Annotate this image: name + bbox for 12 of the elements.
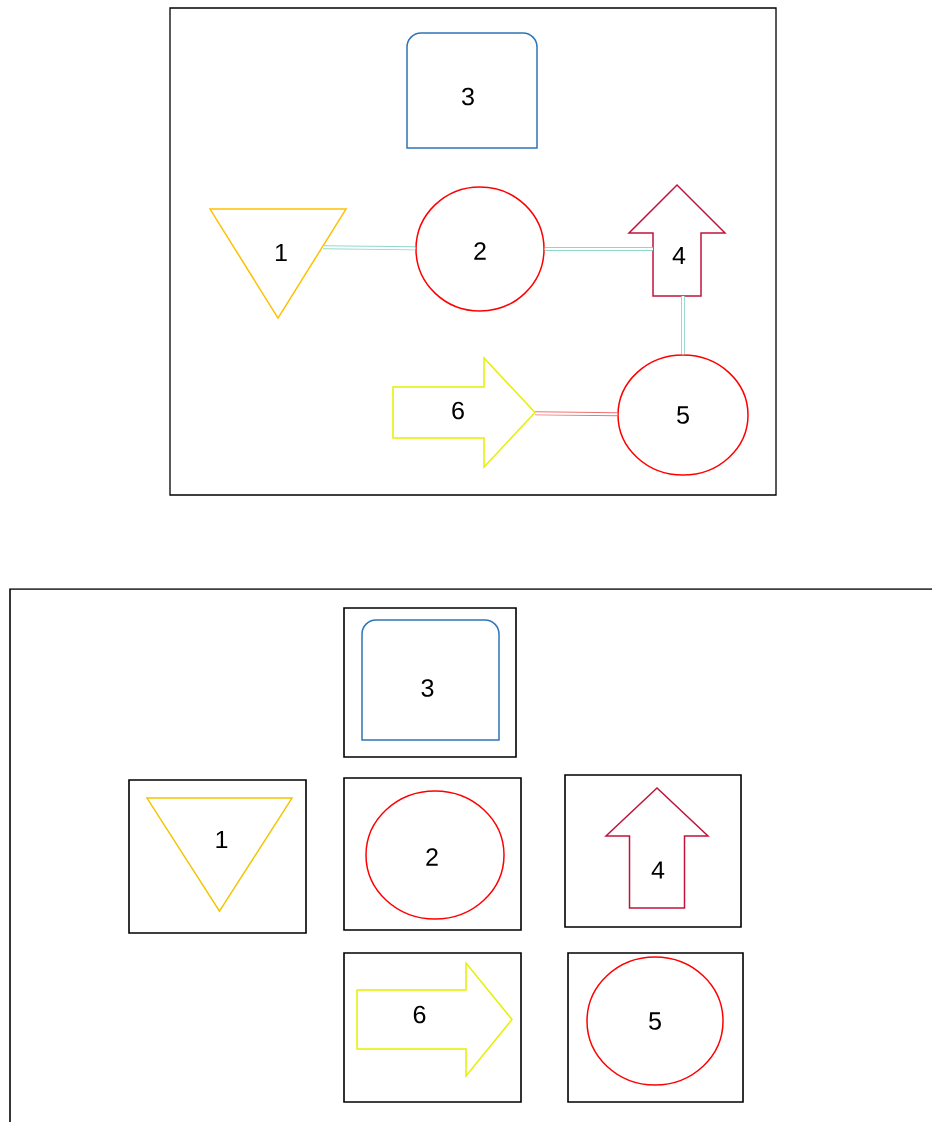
rounded-box: 3 [406,32,538,149]
connector [544,247,653,251]
connector [681,296,685,355]
frame-box [564,774,742,928]
rounded-box: 3 [361,619,500,741]
frame-box [343,607,517,758]
connector [535,411,618,417]
frame-box [567,952,744,1103]
frame-box [343,777,522,931]
connector [323,245,416,251]
frame-box [343,952,522,1103]
frame-box [128,779,307,934]
